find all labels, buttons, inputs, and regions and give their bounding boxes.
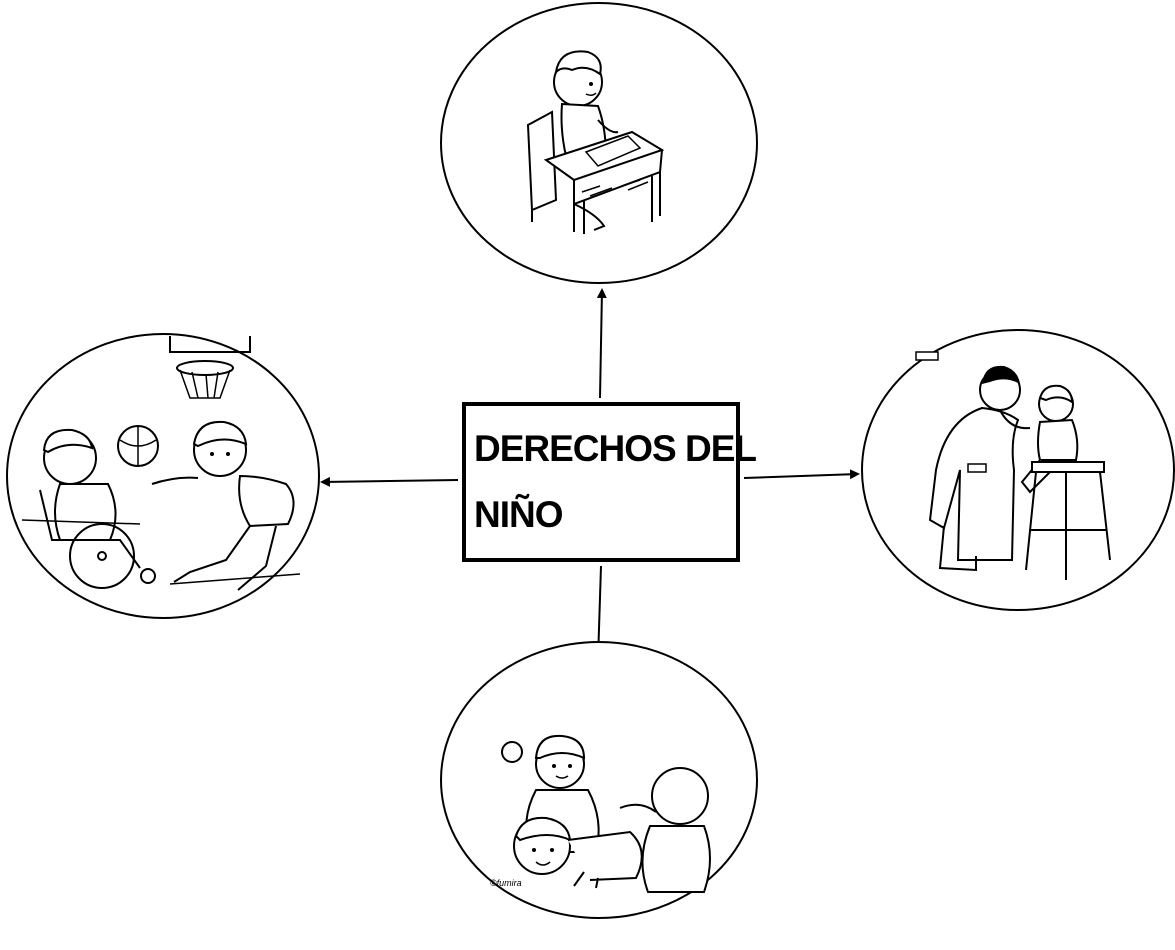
circle-right-health bbox=[861, 329, 1175, 611]
circle-top-school bbox=[440, 2, 758, 284]
arrow-left bbox=[320, 476, 459, 487]
central-concept-box: DERECHOS DEL NIÑO bbox=[462, 402, 757, 562]
arrow-right bbox=[743, 469, 860, 480]
illustration-copyright: ©fumira bbox=[490, 878, 522, 888]
central-title-line-2: NIÑO bbox=[474, 494, 563, 535]
central-title-line-1: DERECHOS DEL bbox=[474, 428, 757, 469]
arrow-up bbox=[596, 288, 607, 399]
circle-bottom-friendship bbox=[440, 641, 758, 919]
circle-left-play bbox=[6, 333, 320, 619]
